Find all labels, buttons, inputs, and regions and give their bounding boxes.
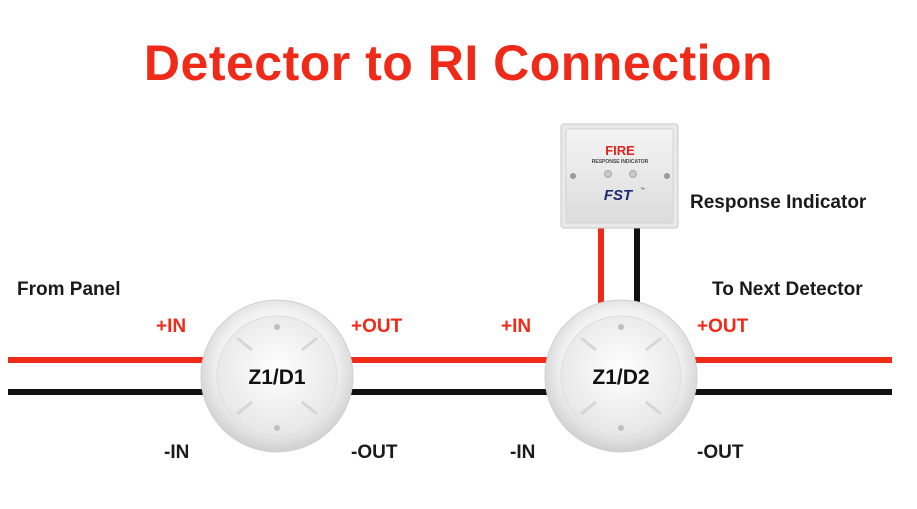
response-indicator-device: FIRE RESPONSE INDICATOR FST ™ — [560, 123, 679, 229]
d1-positive-in-label: +IN — [156, 316, 187, 337]
ri-trademark: ™ — [640, 187, 645, 193]
to-next-detector-label: To Next Detector — [712, 279, 863, 300]
d2-negative-in-label: -IN — [510, 442, 536, 463]
d1-negative-out-label: -OUT — [351, 442, 398, 463]
detector-1-label: Z1/D1 — [248, 366, 306, 389]
detector-1: Z1/D1 — [200, 299, 354, 453]
ri-led-icon — [604, 170, 612, 178]
d2-negative-out-label: -OUT — [697, 442, 744, 463]
detector-2-label: Z1/D2 — [592, 366, 649, 389]
d2-positive-out-label: +OUT — [697, 316, 749, 337]
d2-positive-in-label: +IN — [501, 316, 532, 337]
d1-positive-out-label: +OUT — [351, 316, 403, 337]
response-indicator-label: Response Indicator — [690, 192, 867, 213]
ri-heading: FIRE — [605, 143, 635, 158]
from-panel-label: From Panel — [17, 279, 121, 300]
diagram-title: Detector to RI Connection — [143, 35, 774, 91]
ri-brand: FST — [604, 187, 634, 204]
detector-2: Z1/D2 — [544, 299, 698, 453]
ri-screw-icon — [664, 173, 670, 179]
d1-negative-in-label: -IN — [164, 442, 190, 463]
ri-led-icon — [629, 170, 637, 178]
ri-subheading: RESPONSE INDICATOR — [592, 159, 649, 165]
ri-screw-icon — [570, 173, 576, 179]
